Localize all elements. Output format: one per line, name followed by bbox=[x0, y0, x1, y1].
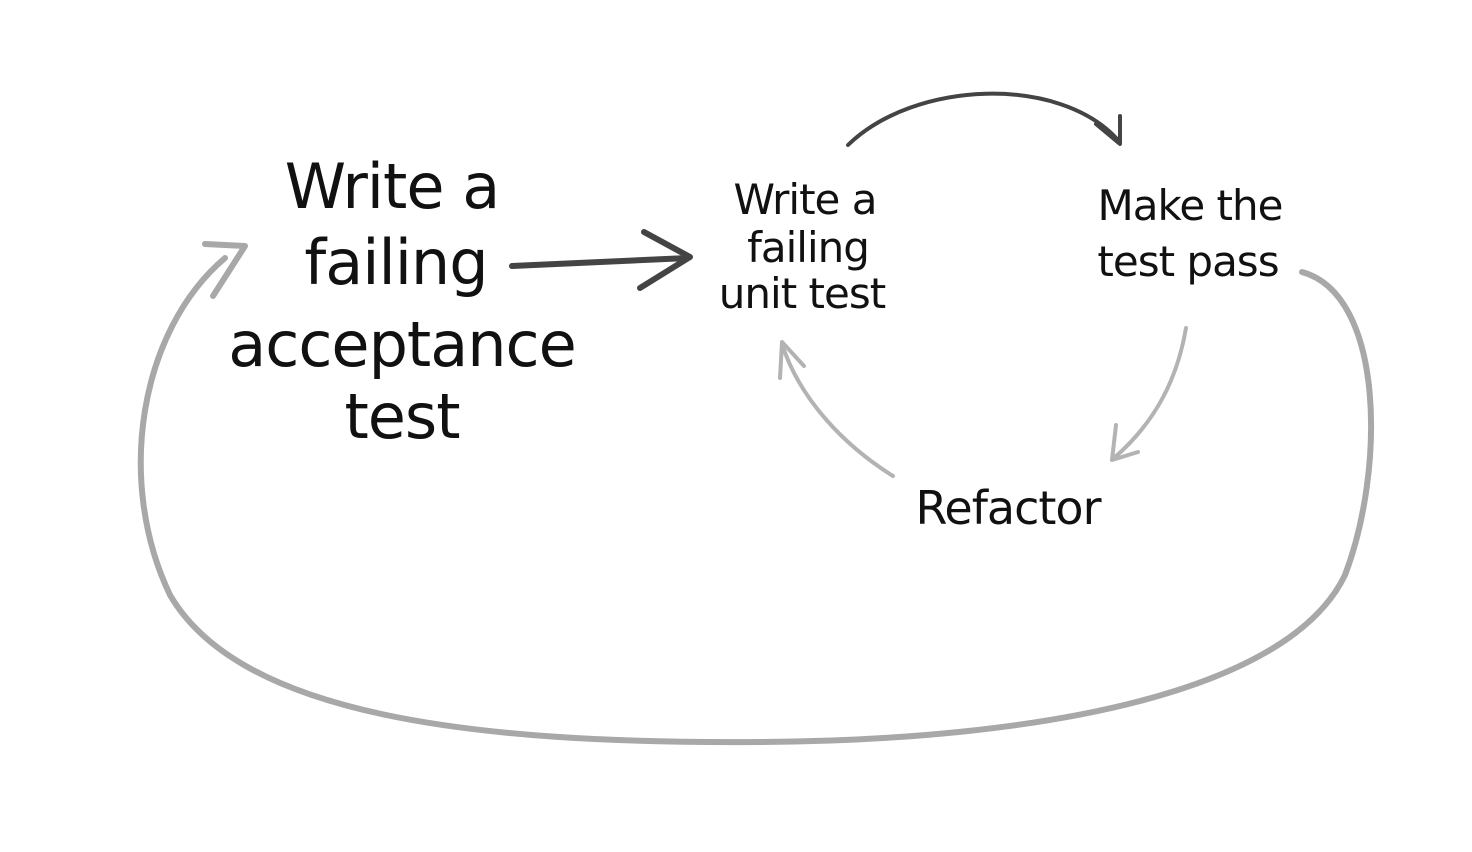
node-make-the-test-pass: Make the test pass bbox=[1097, 181, 1283, 286]
arrow-pass-to-acceptance bbox=[137, 241, 1375, 746]
refactor-label: Refactor bbox=[916, 481, 1102, 535]
left-ascending-curve bbox=[780, 342, 895, 478]
unit-line-1: Write a bbox=[734, 175, 877, 224]
right-descending-arrowhead bbox=[1110, 423, 1140, 462]
straight-arrowhead bbox=[637, 229, 693, 291]
acceptance-line-4: test bbox=[344, 380, 459, 453]
unit-line-3: unit test bbox=[719, 269, 886, 318]
right-descending-curve bbox=[1112, 326, 1188, 460]
top-arc bbox=[846, 91, 1120, 147]
arrow-refactor-to-unit bbox=[778, 340, 895, 478]
outer-loop-curve bbox=[137, 255, 1375, 746]
acceptance-line-2: failing bbox=[304, 226, 487, 299]
node-write-failing-unit-test: Write a failing unit test bbox=[719, 175, 887, 318]
outer-loop-arrowhead bbox=[202, 241, 248, 299]
arrow-acceptance-to-unit bbox=[509, 229, 693, 291]
pass-line-1: Make the bbox=[1098, 181, 1283, 230]
arrow-pass-to-refactor bbox=[1110, 326, 1188, 462]
acceptance-line-1: Write a bbox=[285, 150, 499, 223]
acceptance-line-3: acceptance bbox=[228, 308, 576, 381]
straight-arrow-shaft bbox=[509, 255, 691, 269]
left-ascending-arrowhead bbox=[778, 340, 806, 380]
arrow-unit-to-pass bbox=[846, 91, 1122, 147]
node-refactor: Refactor bbox=[916, 481, 1103, 535]
top-arc-arrowhead bbox=[1094, 114, 1122, 146]
pass-line-2: test pass bbox=[1097, 237, 1278, 286]
unit-line-2: failing bbox=[747, 223, 869, 272]
node-write-failing-acceptance-test: Write a failing acceptance test bbox=[228, 150, 577, 453]
